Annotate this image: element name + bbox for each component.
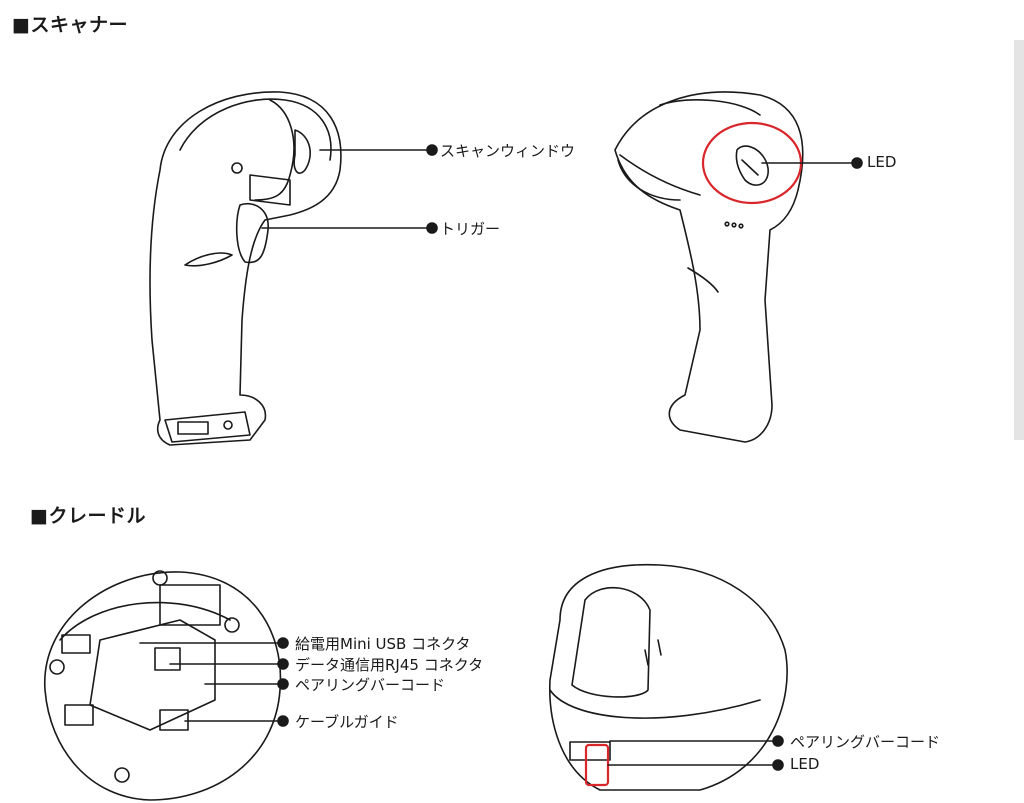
cradle-heading: ■クレードル (30, 505, 146, 527)
mini-usb-label: 給電用Mini USB コネクタ (295, 635, 471, 653)
scanner-front-illustration (149, 91, 342, 446)
cradle-bottom-illustration (44, 570, 282, 801)
cradle-front-illustration (548, 563, 788, 791)
leader-lines (139, 144, 863, 771)
page-edge-shadow (1014, 40, 1024, 440)
cradle-led-label: LED (790, 755, 820, 773)
pairing-barcode-bottom-label: ペアリングバーコード (295, 676, 446, 694)
scan-window-label: スキャンウィンドウ (440, 142, 576, 160)
scanner-led-label: LED (867, 153, 897, 171)
scanner-heading: ■スキャナー (12, 14, 128, 36)
pairing-barcode-front-label: ペアリングバーコード (790, 733, 941, 751)
scanner-back-illustration (614, 91, 804, 443)
cable-guide-label: ケーブルガイド (295, 713, 399, 731)
trigger-label: トリガー (440, 220, 501, 238)
cradle-led-highlight (584, 743, 610, 787)
rj45-label: データ通信用RJ45 コネクタ (295, 656, 484, 674)
